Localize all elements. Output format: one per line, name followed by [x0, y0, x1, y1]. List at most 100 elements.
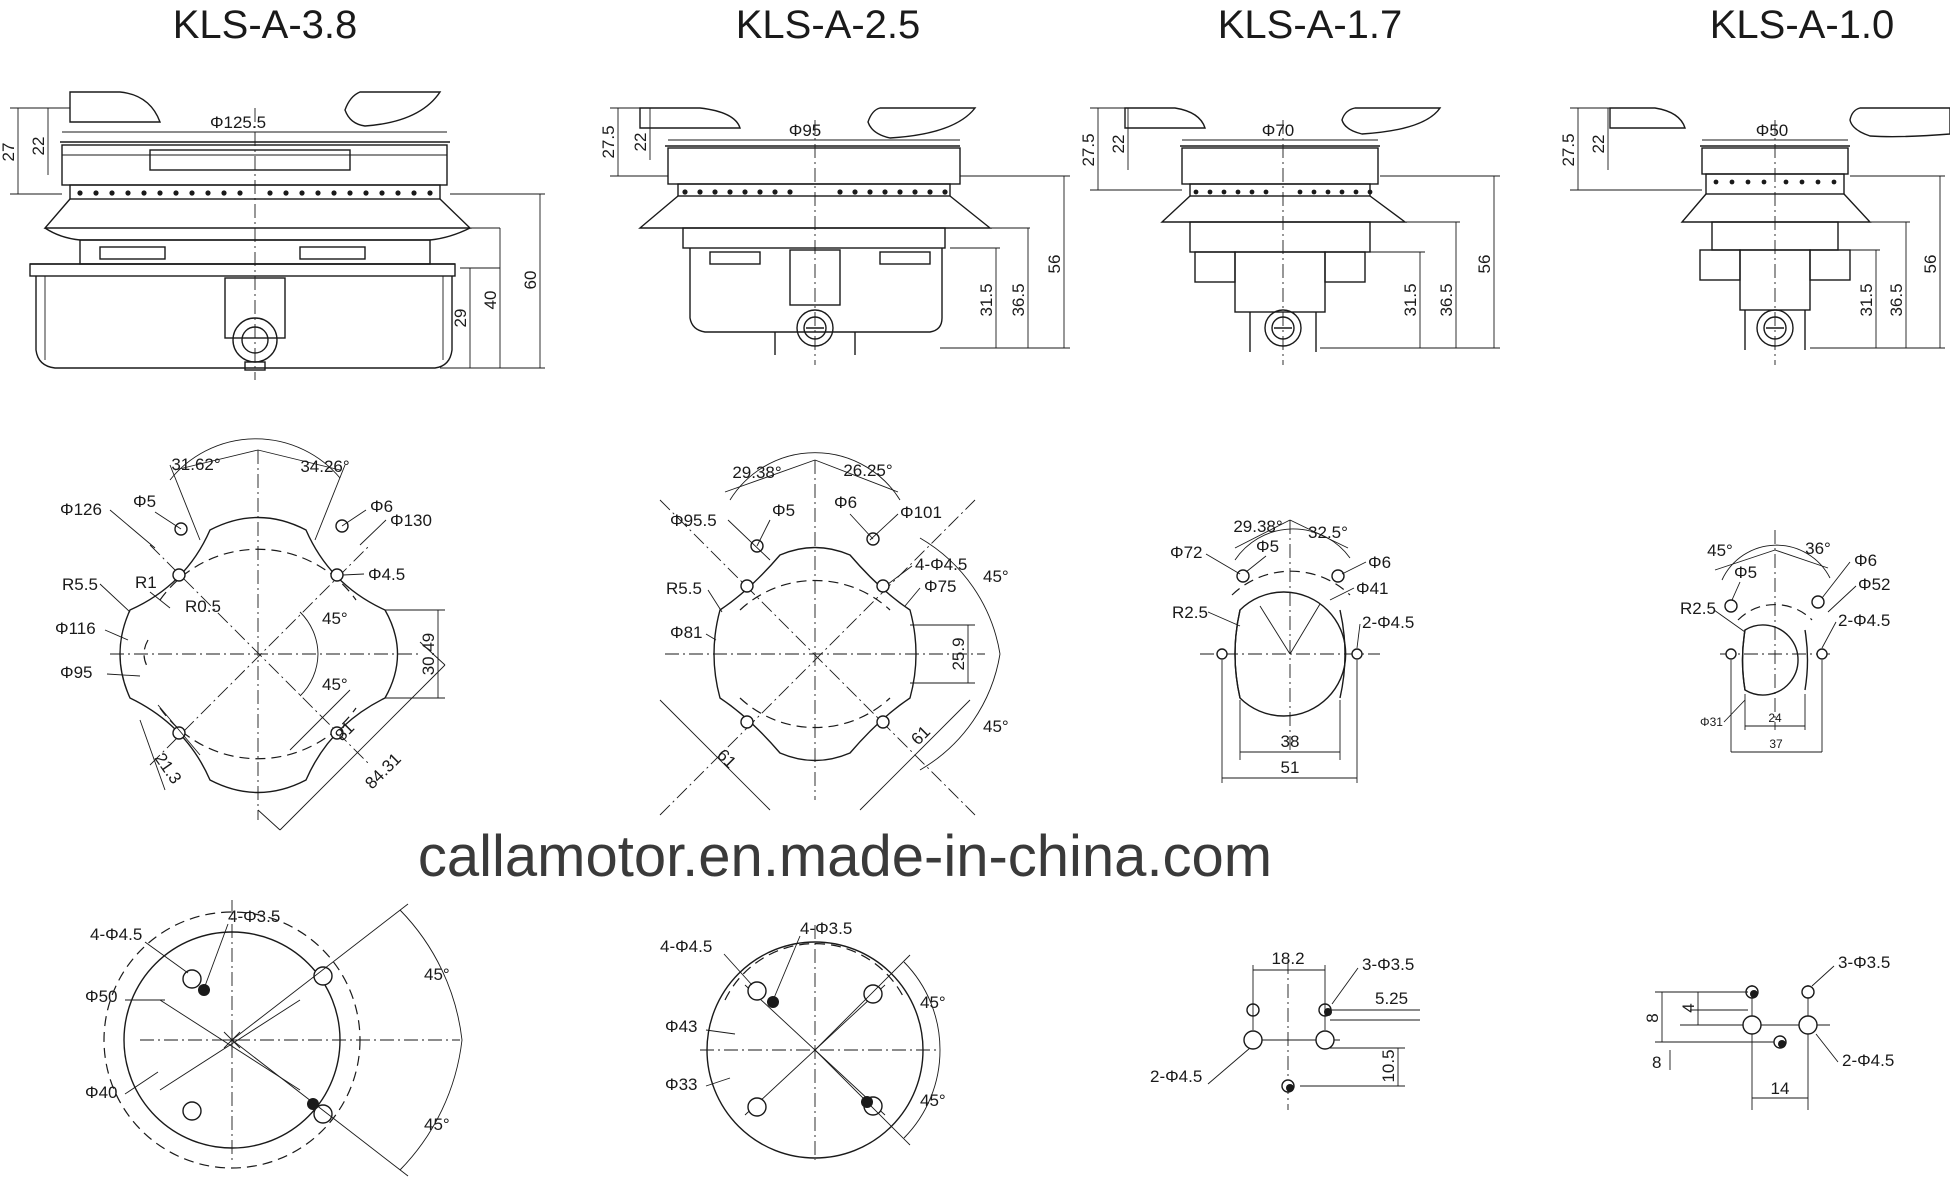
angle-45-a-2: 45° — [983, 567, 1009, 586]
dim-29: 29 — [451, 309, 470, 328]
dim-30-49: 30.49 — [419, 633, 438, 676]
label-r2-5-3: R2.5 — [1172, 603, 1208, 622]
base2-angle-b: 45° — [920, 1091, 946, 1110]
dim-27-5-2: 27.5 — [599, 125, 618, 158]
base-view-2: 45° 45° 4-Φ4.5 4-Φ3.5 Φ43 Φ33 — [660, 919, 946, 1160]
base3-label-2-phi4-5: 2-Φ4.5 — [1150, 1067, 1202, 1086]
label-phi6-2: Φ6 — [834, 493, 857, 512]
dim-51: 51 — [1281, 758, 1300, 777]
base4-label-3-phi3-5: 3-Φ3.5 — [1838, 953, 1890, 972]
base1-angle-b: 45° — [424, 1115, 450, 1134]
base-view-4: 3-Φ3.5 8 4 8 2-Φ4.5 14 — [1643, 953, 1894, 1110]
dim-27: 27 — [0, 143, 18, 162]
dim-25-9: 25.9 — [949, 637, 968, 670]
base2-angle-a: 45° — [920, 993, 946, 1012]
base1-label-phi50: Φ50 — [85, 987, 117, 1006]
dim-diameter-4: Φ50 — [1756, 121, 1788, 140]
base1-label-4-phi4-5: 4-Φ4.5 — [90, 925, 142, 944]
base4-dim-8-b: 8 — [1652, 1053, 1661, 1072]
top-view-4: 45° 36° Φ6 Φ5 Φ52 R2.5 2-Φ4.5 24 Φ31 37 — [1680, 530, 1890, 753]
label-r2-5-4: R2.5 — [1680, 599, 1716, 618]
base4-dim-8-a: 8 — [1643, 1013, 1662, 1022]
base4-dim-4: 4 — [1679, 1003, 1698, 1012]
label-phi31: Φ31 — [1700, 715, 1723, 729]
base-view-1: 45° 45° 4-Φ4.5 4-Φ3.5 Φ50 Φ40 — [85, 900, 463, 1177]
base2-label-4-phi3-5: 4-Φ3.5 — [800, 919, 852, 938]
dim-61-b: 61 — [907, 722, 934, 749]
base2-label-4-phi4-5: 4-Φ4.5 — [660, 937, 712, 956]
dim-84-31: 84.31 — [361, 749, 405, 793]
dim-27-5-3: 27.5 — [1079, 133, 1098, 166]
dim-22-1: 22 — [29, 137, 48, 156]
base-view-3: 18.2 3-Φ3.5 5.25 10.5 2-Φ4.5 — [1150, 949, 1420, 1110]
label-2-phi4-5-3: 2-Φ4.5 — [1362, 613, 1414, 632]
base3-dim-18-2: 18.2 — [1271, 949, 1304, 968]
dim-22-3: 22 — [1109, 135, 1128, 154]
label-phi75: Φ75 — [924, 577, 956, 596]
base2-label-phi43: Φ43 — [665, 1017, 697, 1036]
base1-label-phi40: Φ40 — [85, 1083, 117, 1102]
angle-29-38-2: 29.38° — [732, 463, 781, 482]
dim-36-5-4: 36.5 — [1887, 283, 1906, 316]
angle-45-b-2: 45° — [983, 717, 1009, 736]
label-phi95-5: Φ95.5 — [670, 511, 717, 530]
angle-32-5: 32.5° — [1308, 523, 1348, 542]
model-title-3: KLS-A-1.7 — [1218, 3, 1403, 47]
label-r5-5-1: R5.5 — [62, 575, 98, 594]
label-r1: R1 — [135, 573, 157, 592]
label-r0-5: R0.5 — [185, 597, 221, 616]
angle-45-a-1: 45° — [322, 609, 348, 628]
dim-40: 40 — [481, 291, 500, 310]
dim-24: 24 — [1768, 711, 1782, 725]
model-title-4: KLS-A-1.0 — [1710, 3, 1895, 47]
label-phi101: Φ101 — [900, 503, 942, 522]
label-phi5-3: Φ5 — [1256, 537, 1279, 556]
dim-21-3: 21.3 — [151, 749, 186, 787]
base3-dim-5-25: 5.25 — [1375, 989, 1408, 1008]
label-phi5-2: Φ5 — [772, 501, 795, 520]
label-phi5-4: Φ5 — [1734, 563, 1757, 582]
dim-31-5-4: 31.5 — [1857, 283, 1876, 316]
label-phi116: Φ116 — [55, 619, 96, 638]
base1-label-4-phi3-5: 4-Φ3.5 — [228, 907, 280, 926]
label-4-phi4-5-2: 4-Φ4.5 — [915, 555, 967, 574]
label-phi95-1: Φ95 — [60, 663, 92, 682]
base4-dim-14: 14 — [1771, 1079, 1790, 1098]
dim-56-4: 56 — [1921, 255, 1940, 274]
base4-label-2-phi4-5: 2-Φ4.5 — [1842, 1051, 1894, 1070]
dim-36-5-2: 36.5 — [1009, 283, 1028, 316]
dim-37: 37 — [1769, 737, 1783, 751]
label-phi41: Φ41 — [1356, 579, 1388, 598]
dim-56-3: 56 — [1475, 255, 1494, 274]
side-view-4: Φ50 27.5 22 56 36.5 31.5 — [1559, 107, 1950, 365]
label-r5-5-2: R5.5 — [666, 579, 702, 598]
dim-60: 60 — [521, 271, 540, 290]
dim-27-5-4: 27.5 — [1559, 133, 1578, 166]
label-phi130: Φ130 — [390, 511, 432, 530]
model-title-1: KLS-A-3.8 — [173, 3, 358, 47]
base2-label-phi33: Φ33 — [665, 1075, 697, 1094]
angle-45-b-1: 45° — [322, 675, 348, 694]
base1-angle-a: 45° — [424, 965, 450, 984]
dim-22-2: 22 — [631, 133, 650, 152]
dim-36-5-3: 36.5 — [1437, 283, 1456, 316]
dim-61-a: 61 — [713, 745, 740, 772]
side-view-3: Φ70 27.5 22 56 36.5 31.5 — [1079, 107, 1500, 365]
angle-45-4: 45° — [1707, 541, 1733, 560]
base3-dim-10-5: 10.5 — [1379, 1049, 1398, 1082]
dim-diameter-2: Φ95 — [789, 121, 821, 140]
dim-81: 81 — [331, 718, 358, 745]
label-phi81: Φ81 — [670, 623, 702, 642]
label-phi6-1: Φ6 — [370, 497, 393, 516]
label-phi6-4: Φ6 — [1854, 551, 1877, 570]
label-phi72: Φ72 — [1170, 543, 1202, 562]
angle-26-25: 26.25° — [843, 461, 892, 480]
side-view-2: Φ95 27.5 22 56 36.5 31.5 — [599, 107, 1070, 365]
top-view-1: 31.62° 34.26° Φ126 Φ5 Φ6 Φ130 R5.5 R1 R0… — [55, 438, 446, 831]
dim-38: 38 — [1281, 732, 1300, 751]
label-phi52: Φ52 — [1858, 575, 1890, 594]
model-title-2: KLS-A-2.5 — [736, 3, 921, 47]
top-view-2: 29.38° 26.25° Φ95.5 Φ5 Φ6 Φ101 4-Φ4.5 R5… — [659, 452, 1009, 816]
label-phi4-5-1: Φ4.5 — [368, 565, 405, 584]
